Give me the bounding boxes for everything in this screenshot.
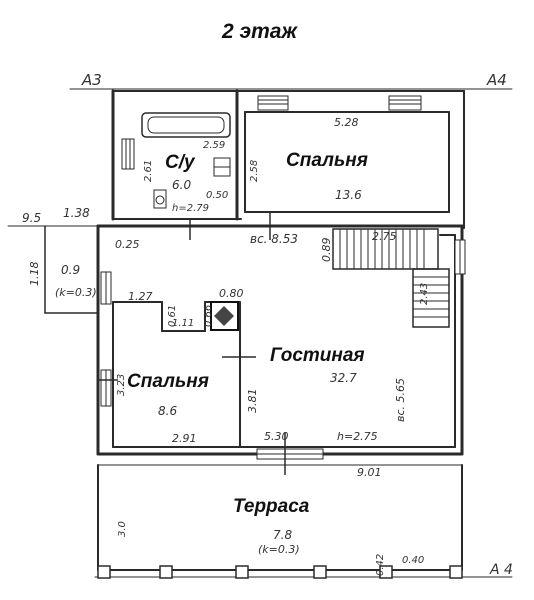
room-name-bedroom-top: Спальня xyxy=(286,150,368,171)
dimension-h-2-75: h=2.75 xyxy=(337,430,378,443)
dimension-vs-5-65: вс. 5.65 xyxy=(394,378,407,422)
annex-outline xyxy=(44,225,99,314)
dimension-0-42: 0.42 xyxy=(375,554,386,576)
dimension-0-89: 0.89 xyxy=(320,238,333,263)
dimension-h-2-79: h=2.79 xyxy=(172,203,209,214)
window-living-right xyxy=(454,239,466,275)
dimension-1-11: 1.11 xyxy=(172,318,194,329)
dimension-2-75-stairs: 2.75 xyxy=(372,230,397,243)
window-bedroom-left xyxy=(100,369,112,407)
room-area-bathroom: 6.0 xyxy=(172,178,191,192)
interior-walls xyxy=(112,89,456,448)
room-name-living: Гостиная xyxy=(270,345,365,366)
room-name-bedroom-left: Спальня xyxy=(127,371,209,392)
staircase xyxy=(332,228,450,328)
dimension-3-81: 3.81 xyxy=(246,389,259,414)
dimension-0-66: 0.66 xyxy=(203,305,214,327)
window-top-left xyxy=(257,95,289,111)
room-area-annex: 0.9 xyxy=(61,263,80,277)
dimension-2-43: 2.43 xyxy=(419,283,430,305)
dimension-0-80: 0.80 xyxy=(219,287,244,300)
axis-label-a4-top: A4 xyxy=(486,71,507,89)
bathtub xyxy=(141,112,231,138)
sink xyxy=(213,157,231,177)
dimension-0-50: 0.50 xyxy=(206,190,228,201)
dimension-2-61: 2.61 xyxy=(143,160,154,182)
room-name-bathroom: С/у xyxy=(165,152,196,173)
room-name-terrace: Терраса xyxy=(233,496,310,517)
dimension-1-27: 1.27 xyxy=(128,290,153,303)
annex-coefficient: (k=0.3) xyxy=(55,286,97,299)
terrace-coefficient: (k=0.3) xyxy=(258,543,300,556)
toilet xyxy=(153,189,167,209)
axis-label-a4-bottom: A 4 xyxy=(489,562,513,578)
axis-label-a3: A3 xyxy=(81,71,102,89)
dimension-0-61: 0.61 xyxy=(167,305,178,327)
room-area-bedroom-left: 8.6 xyxy=(158,404,177,418)
dimension-3-23: 3.23 xyxy=(116,374,127,396)
dimension-0-25: 0.25 xyxy=(115,238,140,251)
dimension-vs-8-53: вс. 8.53 xyxy=(250,232,298,246)
axis-label-left: 9.5 xyxy=(22,211,41,225)
room-area-bedroom-top: 13.6 xyxy=(335,188,362,202)
dimension-5-30: 5.30 xyxy=(264,430,289,443)
terrace-outline xyxy=(97,464,463,579)
dimension-2-59: 2.59 xyxy=(203,140,225,151)
window-top-right xyxy=(388,95,422,111)
door-marks xyxy=(98,212,286,475)
outer-walls xyxy=(96,89,465,456)
door-terrace xyxy=(256,448,324,460)
room-area-terrace: 7.8 xyxy=(273,528,292,542)
dimension-9-01: 9.01 xyxy=(357,466,382,479)
dimension-1-38: 1.38 xyxy=(63,206,90,220)
window-annex xyxy=(100,271,112,305)
dimension-1-18: 1.18 xyxy=(28,262,41,287)
dimension-0-40: 0.40 xyxy=(402,555,424,566)
floor-title: 2 этаж xyxy=(221,20,298,43)
dimension-2-91: 2.91 xyxy=(172,432,197,445)
stove xyxy=(210,301,239,331)
room-area-living: 32.7 xyxy=(330,371,357,385)
window-bathroom xyxy=(121,138,135,170)
dimension-2-58: 2.58 xyxy=(249,160,260,182)
dimension-5-28: 5.28 xyxy=(334,116,359,129)
dimension-3-0: 3.0 xyxy=(117,521,128,537)
